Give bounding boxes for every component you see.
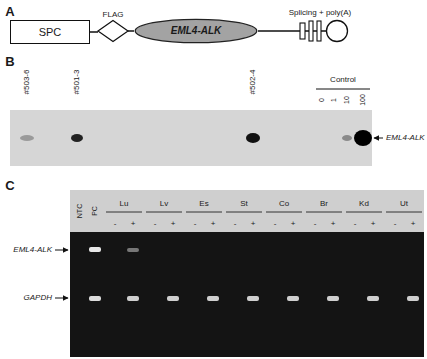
lane-brackets bbox=[106, 212, 422, 213]
tissue-label: Lv bbox=[160, 200, 168, 209]
band-arrow bbox=[374, 138, 383, 139]
rt-sign: + bbox=[171, 220, 176, 229]
tissue-label: Lu bbox=[120, 200, 129, 209]
tissue-label: Es bbox=[199, 200, 208, 209]
flag-diamond bbox=[98, 20, 128, 42]
control-bracket bbox=[316, 89, 370, 90]
tag-diamond: FLAG bbox=[98, 10, 128, 42]
mouse-line-id: #503-6 bbox=[23, 70, 32, 95]
band-label: EML4-ALK bbox=[13, 246, 52, 255]
copy-number: 1 bbox=[330, 98, 338, 102]
band-label: GAPDH bbox=[24, 294, 52, 303]
gel-bands bbox=[89, 247, 419, 301]
band-arrow bbox=[55, 298, 68, 299]
panel-letter: C bbox=[5, 179, 14, 193]
copy-number: 100 bbox=[359, 94, 367, 106]
tissue-label: Br bbox=[320, 200, 328, 209]
splicing-polya-cassette: Splicing + poly(A) bbox=[272, 8, 368, 44]
gel-header bbox=[70, 190, 424, 232]
blot-membrane bbox=[10, 110, 372, 166]
blot-band bbox=[354, 130, 372, 146]
panel-letter: B bbox=[5, 55, 14, 69]
rt-sign: + bbox=[331, 220, 336, 229]
band-label: EML4-ALK bbox=[386, 134, 425, 143]
band-arrow bbox=[55, 250, 68, 251]
shape-outline bbox=[292, 18, 348, 44]
element-label: FLAG bbox=[103, 10, 124, 20]
element-label: Splicing + poly(A) bbox=[289, 8, 351, 18]
lane-label: NTC bbox=[76, 204, 84, 218]
rt-sign: - bbox=[154, 220, 157, 229]
gel bbox=[70, 232, 424, 357]
rt-sign: + bbox=[291, 220, 296, 229]
rt-sign: - bbox=[114, 220, 117, 229]
rt-sign: - bbox=[234, 220, 237, 229]
construct-link bbox=[90, 31, 98, 33]
rt-sign: - bbox=[354, 220, 357, 229]
copy-number: 10 bbox=[343, 96, 351, 104]
construct-link bbox=[258, 30, 292, 32]
rt-sign: + bbox=[411, 220, 416, 229]
promoter-box: SPC bbox=[10, 20, 90, 44]
box-label: EML4-ALK bbox=[171, 25, 222, 37]
blot-band bbox=[71, 134, 83, 142]
box-label: SPC bbox=[39, 26, 62, 39]
rt-sign: - bbox=[314, 220, 317, 229]
blot-band bbox=[342, 135, 352, 141]
exon-polya-symbol bbox=[292, 18, 348, 44]
lane-label: PC bbox=[91, 206, 99, 216]
mouse-line-id: #501-3 bbox=[73, 70, 82, 95]
copy-number: 0 bbox=[318, 98, 326, 102]
rt-sign: - bbox=[194, 220, 197, 229]
rt-sign: + bbox=[371, 220, 376, 229]
tissue-label: Kd bbox=[359, 200, 369, 209]
rt-sign: + bbox=[131, 220, 136, 229]
tissue-label: Ut bbox=[400, 200, 408, 209]
control-heading: Control bbox=[330, 76, 356, 85]
blot-band bbox=[246, 133, 260, 143]
tissue-label: Co bbox=[279, 200, 289, 209]
tissue-label: St bbox=[240, 200, 248, 209]
rt-sign: - bbox=[274, 220, 277, 229]
shape-outline bbox=[98, 20, 128, 42]
blot-band bbox=[20, 135, 34, 141]
rt-sign: - bbox=[394, 220, 397, 229]
rt-sign: + bbox=[251, 220, 256, 229]
mouse-line-id: #502-4 bbox=[249, 70, 258, 95]
fusion-gene-ellipse: EML4-ALK bbox=[134, 18, 258, 44]
panel-letter: A bbox=[5, 5, 14, 19]
rt-sign: + bbox=[211, 220, 216, 229]
